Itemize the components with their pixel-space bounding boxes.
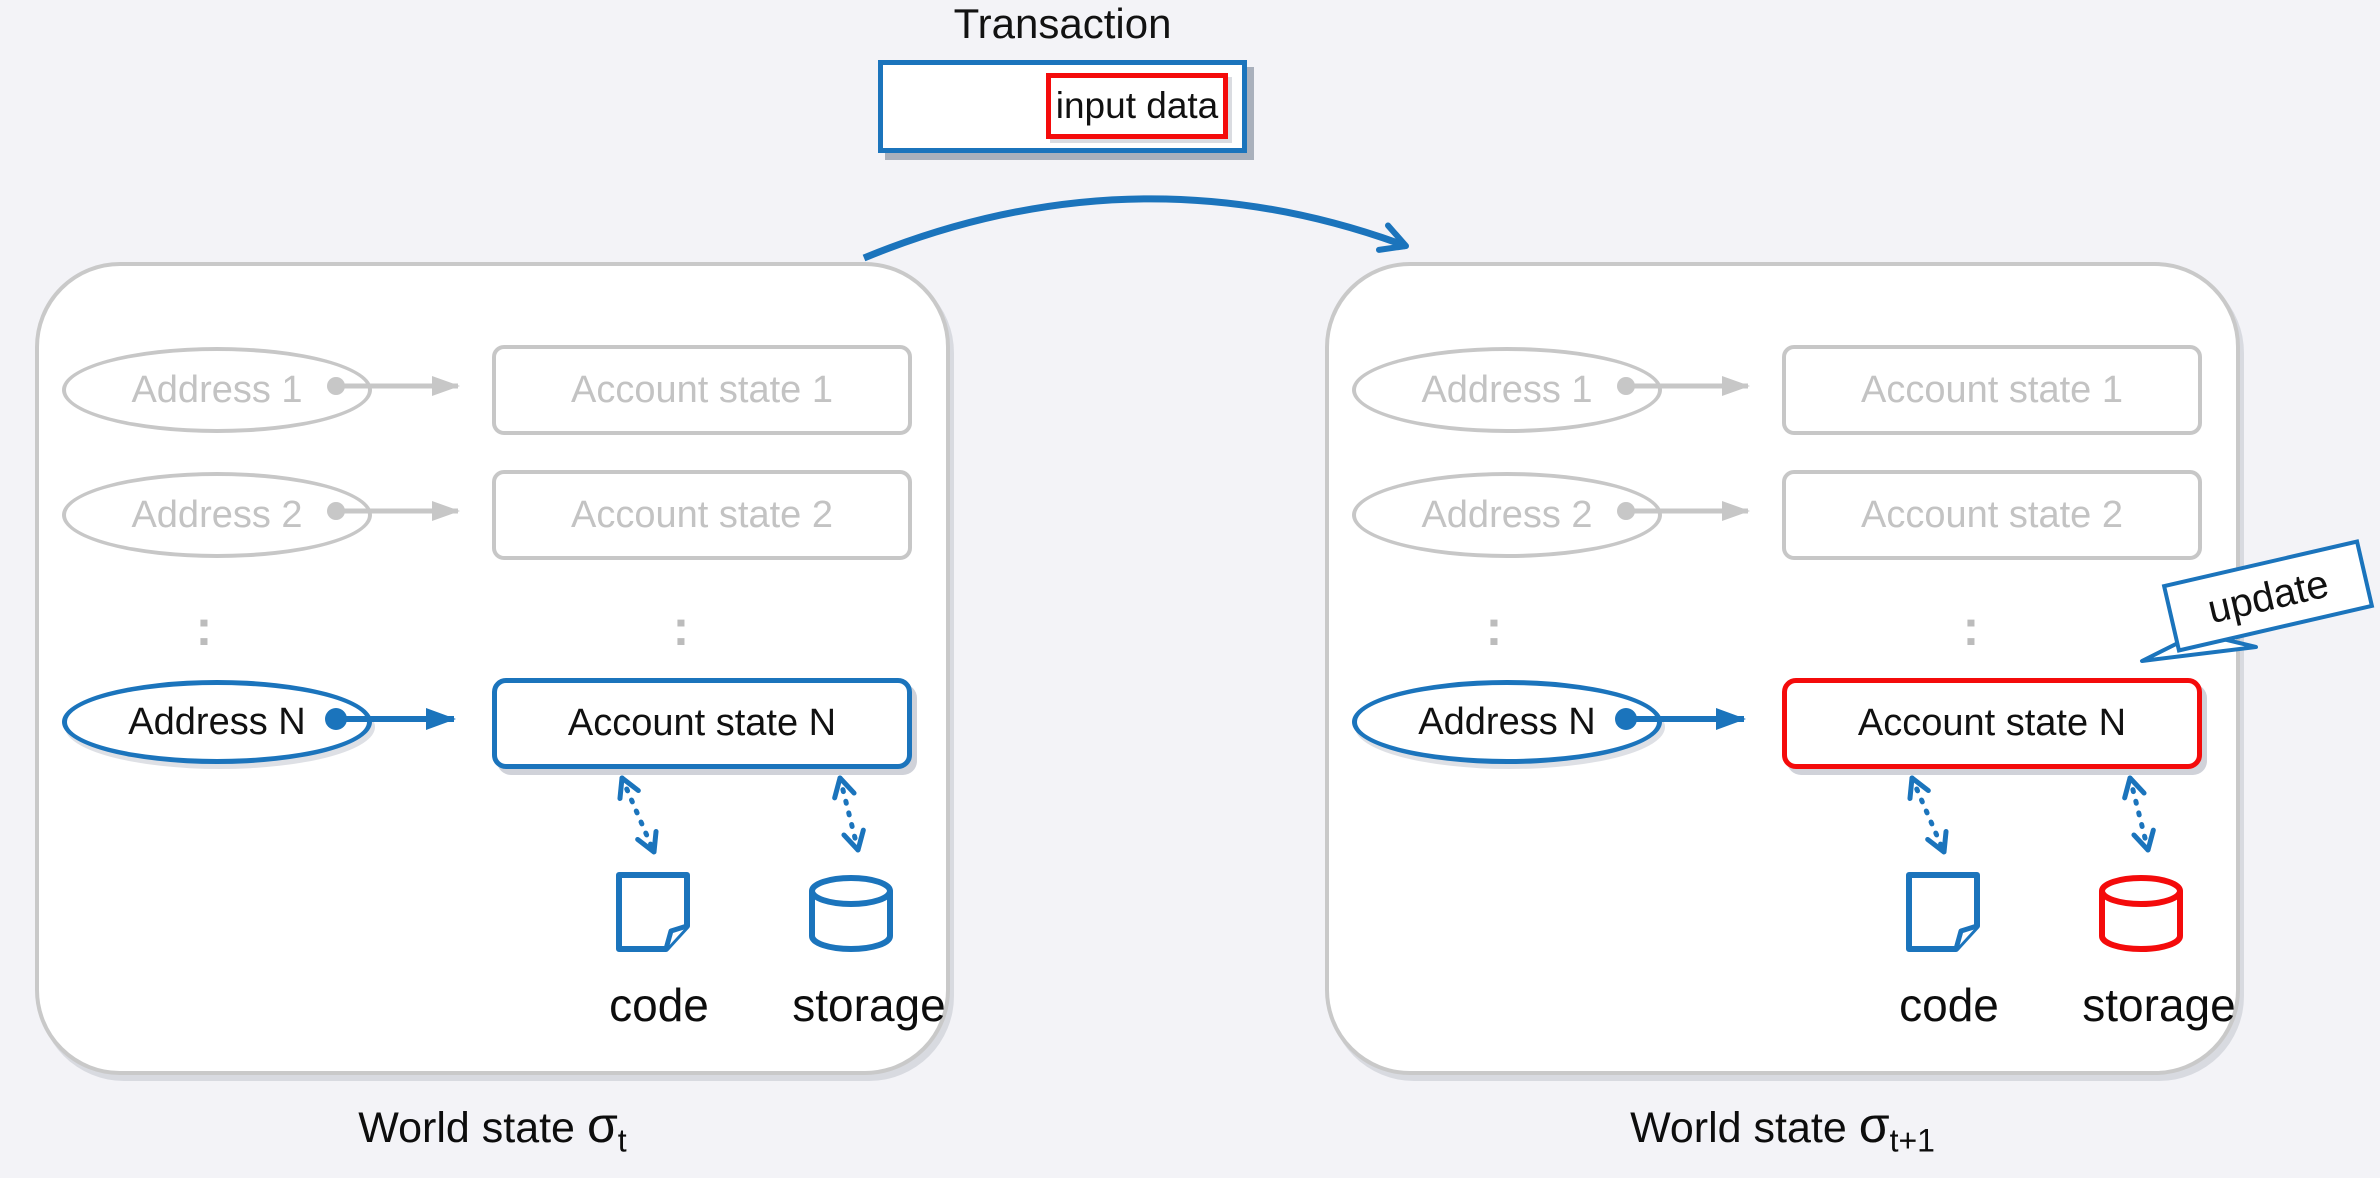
ellipsis-dots: : — [195, 600, 213, 656]
code-document-icon — [1903, 870, 1983, 959]
storage-database-icon — [805, 874, 897, 959]
account-state-1-label: Account state 1 — [1861, 368, 2123, 411]
sigma-subscript: t — [617, 1122, 627, 1159]
ellipsis-dots: : — [672, 600, 690, 656]
ellipsis-dots: : — [1485, 600, 1503, 656]
address-1-label: Address 1 — [1421, 368, 1593, 411]
address-2-ellipse: Address 2 — [62, 472, 372, 558]
storage-label: storage — [792, 979, 946, 1031]
account-state-1-box: Account state 1 — [492, 345, 912, 435]
world-state-right-caption: World state σt+1 — [1325, 1096, 2240, 1160]
world-state-left-caption: World state σt — [35, 1096, 950, 1160]
code-label: code — [1899, 979, 1999, 1031]
sigma-subscript: t+1 — [1889, 1122, 1935, 1159]
sigma-symbol: σ — [586, 1097, 618, 1153]
account-state-2-label: Account state 2 — [1861, 493, 2123, 536]
code-label: code — [609, 979, 709, 1031]
address-1-ellipse: Address 1 — [62, 347, 372, 433]
account-state-n-label: Account state N — [567, 702, 837, 744]
account-state-2-box: Account state 2 — [492, 470, 912, 560]
address-2-label: Address 2 — [131, 493, 303, 536]
account-state-2-box: Account state 2 — [1782, 470, 2202, 560]
ellipsis-dots: : — [1962, 600, 1980, 656]
address-n-ellipse: Address N — [62, 680, 372, 764]
sigma-symbol: σ — [1858, 1097, 1890, 1153]
account-state-n-label: Account state N — [1857, 702, 2127, 744]
transaction-box: input data — [878, 60, 1247, 153]
account-state-1-box: Account state 1 — [1782, 345, 2202, 435]
transaction-arrow — [862, 195, 1409, 262]
account-state-n-box: Account state N — [492, 678, 912, 769]
input-data-label: input data — [1055, 85, 1219, 126]
account-state-n-box-updated: Account state N — [1782, 678, 2202, 769]
address-n-ellipse: Address N — [1352, 680, 1662, 764]
account-state-2-label: Account state 2 — [571, 493, 833, 536]
caption-text: World state — [1630, 1104, 1847, 1152]
address-1-label: Address 1 — [131, 368, 303, 411]
account-state-1-label: Account state 1 — [571, 368, 833, 411]
input-data-box: input data — [1046, 73, 1228, 139]
address-1-ellipse: Address 1 — [1352, 347, 1662, 433]
world-state-right-container: Address 1 Account state 1 Address 2 Acco… — [1325, 262, 2240, 1075]
storage-label: storage — [2082, 979, 2236, 1031]
address-n-label: Address N — [1418, 700, 1596, 743]
caption-text: World state — [358, 1104, 575, 1152]
world-state-left-container: Address 1 Account state 1 Address 2 Acco… — [35, 262, 950, 1075]
address-n-label: Address N — [128, 700, 306, 743]
code-document-icon — [613, 870, 693, 959]
storage-database-icon-updated — [2095, 874, 2187, 959]
address-2-label: Address 2 — [1421, 493, 1593, 536]
address-2-ellipse: Address 2 — [1352, 472, 1662, 558]
transaction-title: Transaction — [953, 0, 1172, 47]
